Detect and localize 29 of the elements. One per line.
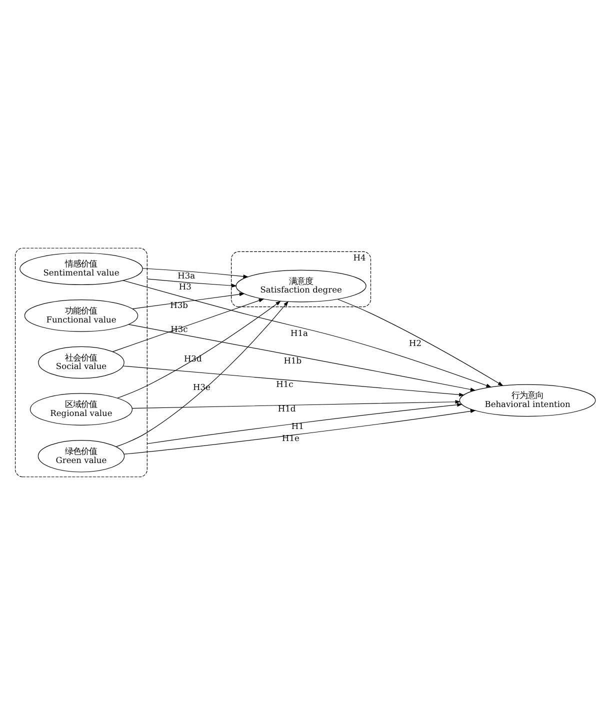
arrow — [146, 402, 462, 444]
node-ellipse: 功能价值 Functional value — [24, 299, 138, 332]
arrow — [132, 400, 461, 408]
arrow — [337, 298, 504, 386]
arrow — [122, 280, 492, 387]
edge-label: H1 — [291, 420, 304, 431]
node-ellipse: 情感价值 Sentimental value — [20, 252, 143, 284]
node-ellipse: 区域价值 Regional value — [30, 392, 133, 425]
edge-label: H1b — [284, 355, 302, 366]
edge-label: H3 — [178, 280, 192, 291]
arrow — [124, 408, 476, 454]
edge-label: H1d — [278, 403, 296, 414]
edge-label: H3a — [178, 270, 196, 280]
arrow — [112, 298, 264, 352]
edge-label: H3b — [170, 299, 188, 310]
node-ellipse: 绿色价值 Green value — [38, 440, 125, 472]
edge-label: H1a — [290, 327, 308, 338]
edge-label: H1c — [276, 378, 294, 389]
arrow — [128, 324, 476, 391]
arrow — [117, 300, 281, 398]
node-ellipse: 社会价值 Social value — [38, 346, 124, 378]
arrow — [146, 278, 237, 287]
arrow — [122, 365, 464, 396]
cluster — [15, 247, 148, 477]
arrow — [116, 300, 289, 446]
arrow — [132, 292, 245, 309]
edge-label: H2 — [409, 337, 422, 348]
edge-label: H1e — [282, 432, 300, 442]
arrow — [142, 268, 249, 278]
